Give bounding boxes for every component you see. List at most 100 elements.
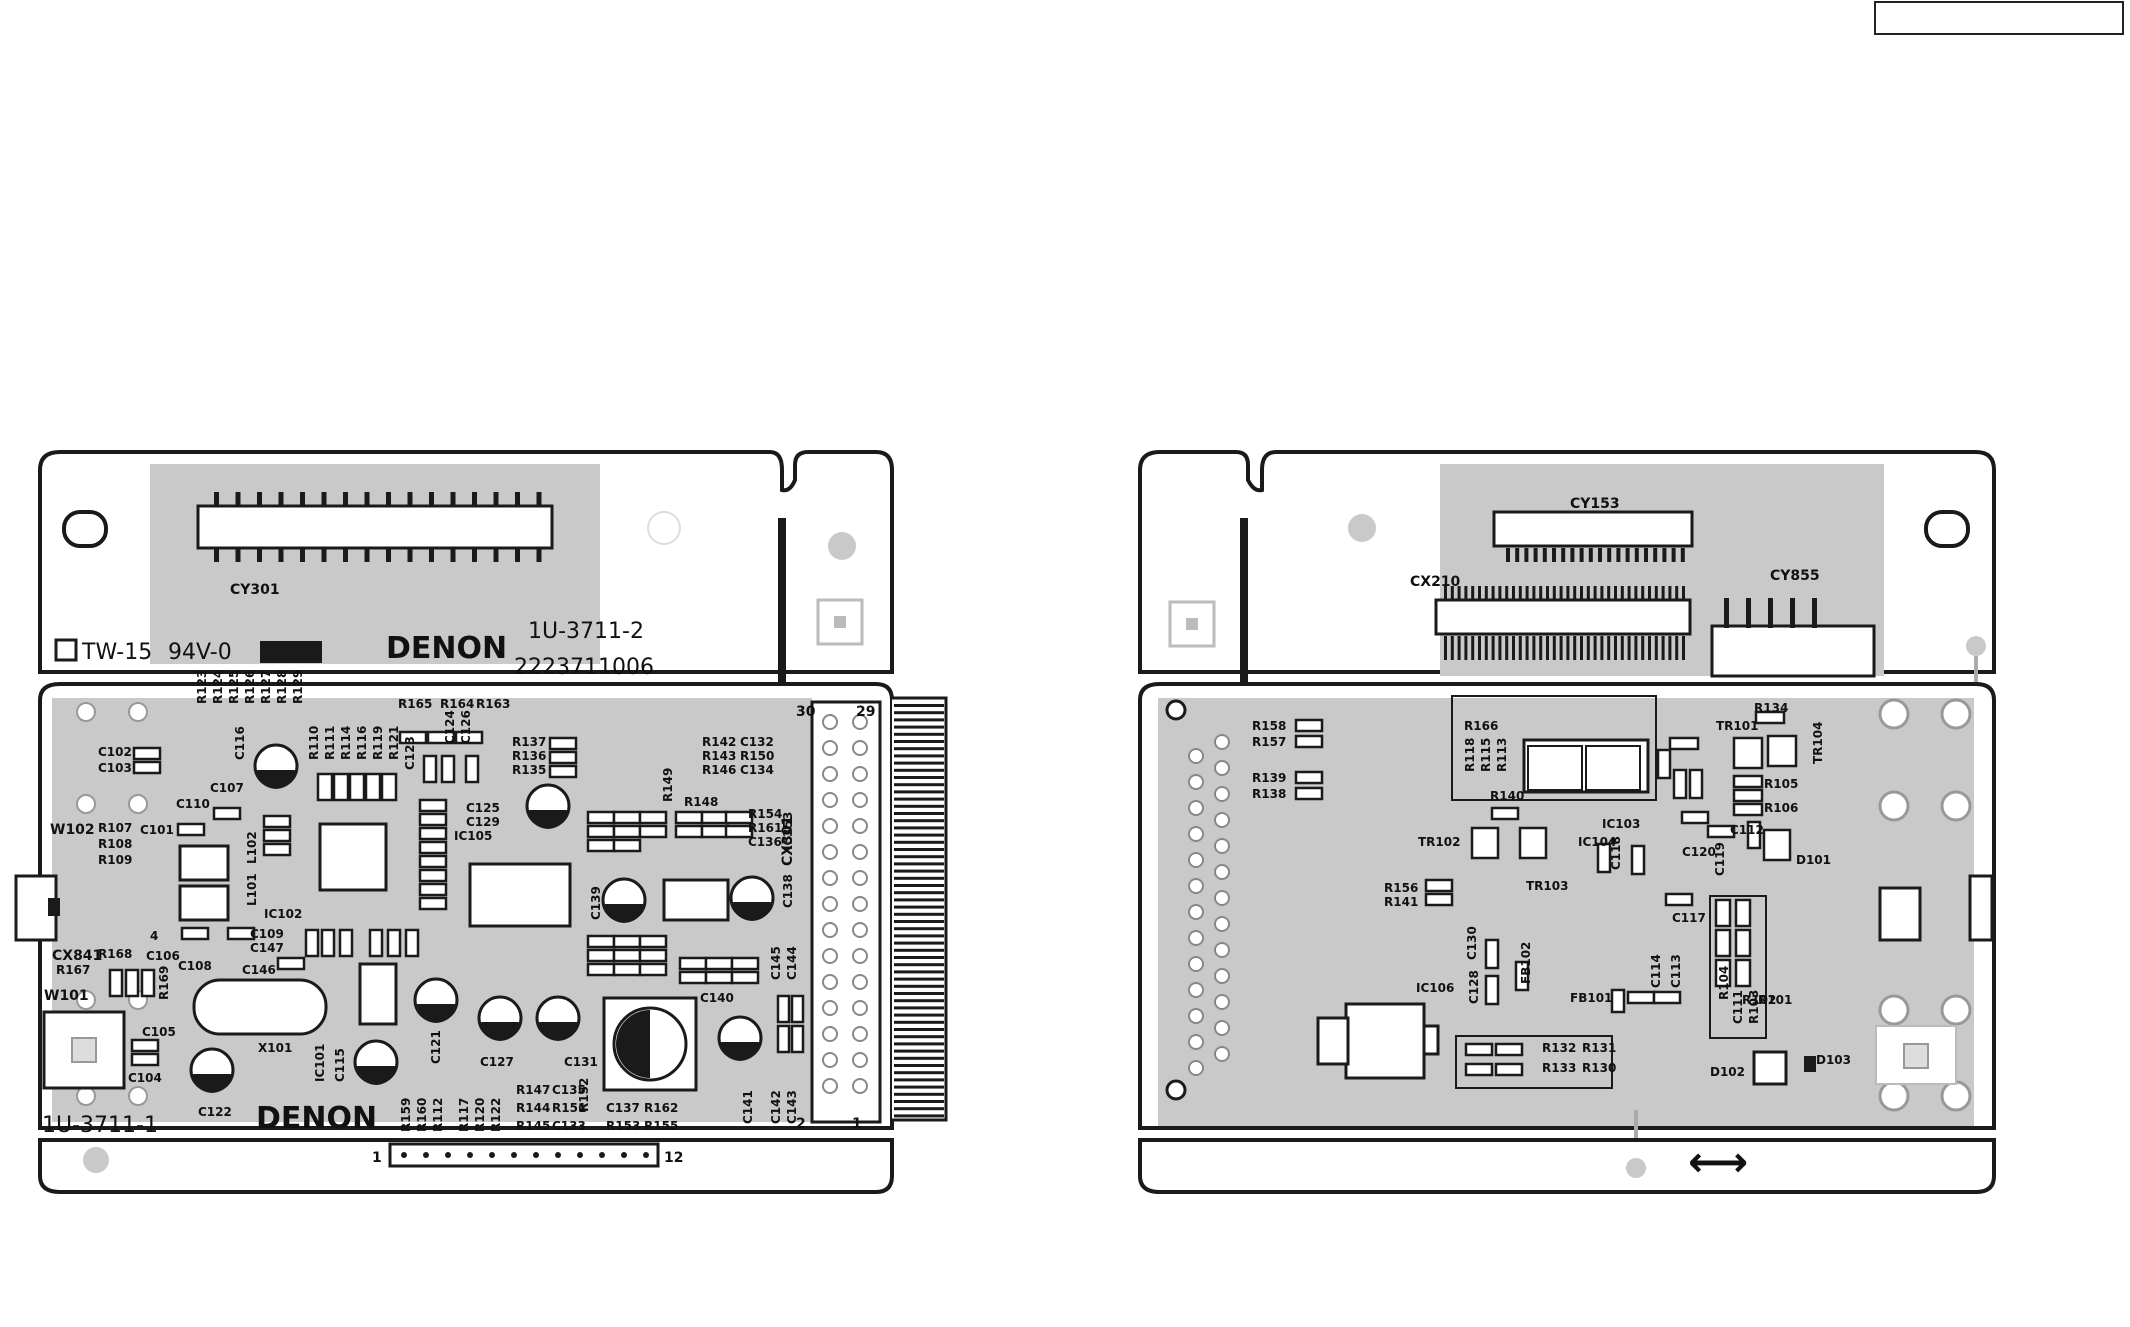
component-label: IC101	[313, 1044, 327, 1082]
component-label: R113	[1495, 738, 1509, 772]
component-label: R138	[1252, 787, 1286, 801]
component-label: R111	[323, 726, 337, 760]
label-w102: W102	[50, 822, 95, 838]
component-label: C136	[748, 835, 782, 849]
component-label: R162	[644, 1101, 678, 1115]
component-label: C123	[403, 736, 417, 770]
component-label: R145	[516, 1119, 550, 1133]
component-label: C111	[1731, 990, 1745, 1024]
page-number-box	[1874, 1, 2124, 35]
direction-arrow-icon: ⟷	[1688, 1137, 1748, 1186]
component-label: R156	[1384, 881, 1418, 895]
serial-number: 2223711006	[514, 655, 654, 680]
component-label: R165	[398, 697, 432, 711]
label-cx841: CX841	[52, 948, 102, 964]
component-label: L101	[245, 873, 259, 906]
label-pin1: 1	[852, 1116, 862, 1132]
component-label: R115	[1479, 738, 1493, 772]
component-label: C108	[178, 959, 212, 973]
component-label: R116	[355, 726, 369, 760]
component-label: C102	[98, 745, 132, 759]
label-cx301: CX301	[780, 816, 796, 866]
component-label: R126	[243, 670, 257, 704]
component-label: TR104	[1811, 722, 1825, 764]
label-pin2: 2	[796, 1116, 806, 1132]
component-label: C135	[552, 1083, 586, 1097]
chip-ic106	[1344, 1002, 1426, 1080]
component-label: R127	[259, 670, 273, 704]
component-label: R102	[1742, 993, 1776, 1007]
component-label: R164	[440, 697, 474, 711]
component-label: C146	[242, 963, 276, 977]
component-label: R150	[740, 749, 774, 763]
component-label: R129	[291, 670, 305, 704]
component-label: R151	[552, 1101, 586, 1115]
component-label: R169	[157, 966, 171, 1000]
component-label: C120	[1682, 845, 1716, 859]
component-label: R155	[644, 1119, 678, 1133]
component-label: D103	[1816, 1053, 1851, 1067]
component-label: R110	[307, 726, 321, 760]
chip-ic353	[468, 862, 572, 928]
component-label: R101	[1758, 993, 1792, 1007]
component-label: L102	[245, 831, 259, 864]
left-board: CY301 TW-15 94V-0 DENON 1U-3711-2 222371…	[14, 450, 948, 1194]
component-label: C117	[1672, 911, 1706, 925]
label-cx210: CX210	[1410, 574, 1461, 590]
component-label: TR103	[1526, 879, 1568, 893]
component-label: R160	[415, 1098, 429, 1132]
mounting-slot	[62, 510, 108, 548]
component-label: R167	[56, 963, 90, 977]
component-label: C114	[1649, 954, 1663, 988]
connector-cy301: CY301	[196, 492, 554, 598]
label-pin30: 30	[796, 704, 816, 720]
component-label: R105	[1764, 777, 1798, 791]
component-label: C142	[769, 1090, 783, 1124]
component-label: C105	[142, 1025, 176, 1039]
component-label: X101	[258, 1041, 292, 1055]
component-label: R114	[339, 726, 353, 760]
component-label: R103	[1747, 990, 1761, 1024]
component-label: R104	[1717, 966, 1731, 1000]
component-label: IC103	[1602, 817, 1640, 831]
component-label: R132	[1542, 1041, 1576, 1055]
component-label: R154	[748, 807, 782, 821]
component-label: D101	[1796, 853, 1831, 867]
component-label: C121	[429, 1030, 443, 1064]
component-label: IC106	[1416, 981, 1454, 995]
component-label: TR102	[1418, 835, 1460, 849]
brand-logo-top: DENON	[386, 631, 507, 666]
connector-cx301: 29 30 1 2 CX301	[780, 696, 948, 1132]
component-label: C124	[443, 710, 457, 744]
rating-text: 94V-0	[168, 640, 232, 665]
label-cy855: CY855	[1770, 568, 1820, 584]
component-label: R135	[512, 763, 546, 777]
component-label: 4	[150, 929, 158, 943]
component-label: R122	[489, 1098, 503, 1132]
component-label: C144	[785, 946, 799, 980]
component-label: IC105	[454, 829, 492, 843]
component-label: R119	[371, 726, 385, 760]
component-label: C147	[250, 941, 284, 955]
component-label: R142	[702, 735, 736, 749]
component-label: C126	[459, 710, 473, 744]
component-label: C141	[741, 1090, 755, 1124]
component-label: C101	[140, 823, 174, 837]
component-label: C118	[1609, 836, 1623, 870]
component-label: R166	[1464, 719, 1498, 733]
label-header-1: 1	[372, 1150, 382, 1166]
component-label: R108	[98, 837, 132, 851]
component-label: R106	[1764, 801, 1798, 815]
component-label: R147	[516, 1083, 550, 1097]
component-label: C138	[781, 874, 795, 908]
component-label: IC104	[1578, 835, 1616, 849]
label-w101: W101	[44, 988, 89, 1004]
component-label: R130	[1582, 1061, 1616, 1075]
component-label: R120	[473, 1098, 487, 1132]
crystal-x101	[192, 978, 328, 1036]
component-label: C112	[1730, 823, 1764, 837]
component-label: R133	[1542, 1061, 1576, 1075]
component-label: R131	[1582, 1041, 1616, 1055]
part-number-bottom: 1U-3711-1	[42, 1113, 158, 1138]
component-label: R152	[577, 1078, 591, 1112]
